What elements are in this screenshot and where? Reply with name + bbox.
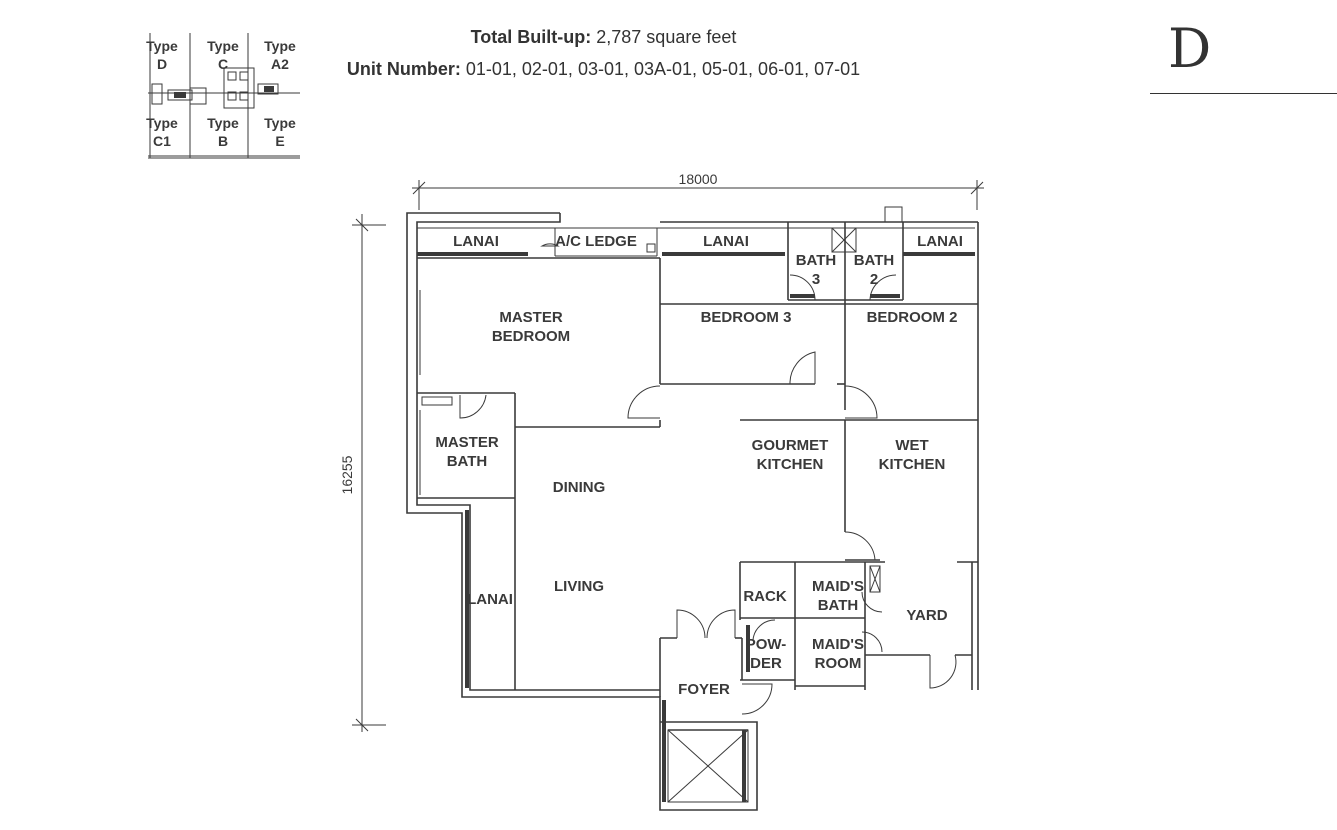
room-gourmet-kitchen-line2: KITCHEN [757, 456, 824, 473]
unit-number-value: 01-01, 02-01, 03-01, 03A-01, 05-01, 06-0… [465, 59, 861, 79]
key-type-c1-label: Type [146, 115, 178, 131]
dimension-width-label: 18000 [679, 171, 718, 187]
dimension-depth-label: 16255 [339, 455, 355, 494]
room-master-bedroom-line1: MASTER [499, 309, 563, 326]
built-up-label: Total Built-up: [470, 27, 592, 47]
room-gourmet-kitchen-line1: GOURMET [752, 437, 829, 454]
room-master-bath-line1: MASTER [435, 434, 499, 451]
key-type-b-label: Type [207, 115, 239, 131]
room-powder-line2: DER [750, 655, 782, 672]
room-living: LIVING [554, 578, 604, 595]
dimension-width: 18000 [412, 171, 984, 210]
unit-number-line: Unit Number: 01-01, 02-01, 03-01, 03A-01… [0, 59, 1272, 80]
room-bath2-line1: BATH [854, 252, 895, 269]
room-bath3-line2: 3 [812, 271, 820, 288]
room-bedroom2: BEDROOM 2 [867, 309, 958, 326]
room-lanai-mid: LANAI [703, 233, 749, 250]
built-up-line: Total Built-up: 2,787 square feet [0, 27, 1272, 48]
room-master-bath-line2: BATH [447, 453, 488, 470]
built-up-value: 2,787 square feet [596, 27, 737, 47]
key-type-a2-value: A2 [271, 56, 289, 72]
room-foyer: FOYER [678, 681, 730, 698]
room-ac-ledge: A/C LEDGE [555, 233, 637, 250]
key-type-e-label: Type [264, 115, 296, 131]
room-master-bedroom-line2: BEDROOM [492, 328, 570, 345]
room-yard: YARD [906, 607, 947, 624]
room-lanai-right: LANAI [917, 233, 963, 250]
dimension-depth: 16255 [339, 214, 386, 732]
key-type-d-label: Type [146, 38, 178, 54]
room-dining: DINING [553, 479, 606, 496]
interior-walls [417, 222, 978, 803]
room-rack: RACK [743, 588, 786, 605]
room-lanai-left: LANAI [453, 233, 499, 250]
key-type-a2-label: Type [264, 38, 296, 54]
room-bedroom3: BEDROOM 3 [701, 309, 792, 326]
room-maids-room-line2: ROOM [815, 655, 862, 672]
key-type-c-value: C [218, 56, 228, 72]
room-maids-bath-line1: MAID'S [812, 578, 864, 595]
unit-type-letter: D [1168, 17, 1212, 80]
doors [459, 274, 957, 715]
key-plan: Type D Type C Type A2 Type C1 Type B Typ… [146, 33, 300, 159]
unit-type-rule [1150, 93, 1337, 94]
room-bath2-line2: 2 [870, 271, 878, 288]
room-bath3-line1: BATH [796, 252, 837, 269]
room-wet-kitchen-line2: KITCHEN [879, 456, 946, 473]
key-type-c-label: Type [207, 38, 239, 54]
unit-number-label: Unit Number: [346, 59, 461, 79]
key-type-e-value: E [275, 133, 284, 149]
room-maids-room-line1: MAID'S [812, 636, 864, 653]
room-wet-kitchen-line1: WET [895, 437, 928, 454]
room-maids-bath-line2: BATH [818, 597, 859, 614]
lanai-strip [417, 227, 975, 257]
room-labels: LANAI A/C LEDGE LANAI BATH 3 BATH 2 LANA… [435, 233, 963, 698]
room-lanai-side: LANAI [467, 591, 513, 608]
outer-walls [406, 206, 979, 811]
key-type-c1-value: C1 [153, 133, 171, 149]
room-powder-line1: POW- [746, 636, 787, 653]
key-type-d-value: D [157, 56, 167, 72]
key-type-b-value: B [218, 133, 228, 149]
